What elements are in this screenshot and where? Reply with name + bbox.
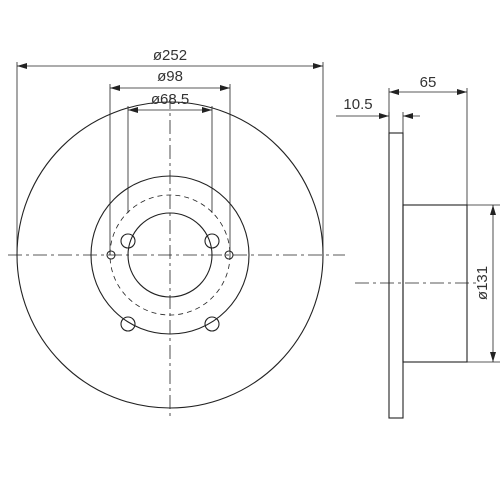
bolt-hole-top-left xyxy=(120,233,136,249)
outer-diameter-label: ø252 xyxy=(153,47,187,64)
dimension-center-bore: ø68.5 xyxy=(127,91,213,213)
hat-diameter-label: ø131 xyxy=(474,266,491,300)
bolt-hole-bottom-right xyxy=(204,316,220,332)
bolt-hole-bottom-left xyxy=(120,316,136,332)
pin-hole-right xyxy=(224,250,234,260)
dimension-bolt-circle: ø98 xyxy=(109,68,231,255)
dimension-disc-thickness: 10.5 xyxy=(336,96,420,133)
overall-height-label: 65 xyxy=(420,74,437,91)
arrow-left xyxy=(389,89,399,95)
bolt-circle-label: ø98 xyxy=(157,68,183,85)
dimension-overall-height: 65 xyxy=(388,74,468,205)
bolt-hole-top-right xyxy=(204,233,220,249)
front-view xyxy=(8,95,345,420)
arrow-top xyxy=(490,205,496,215)
arrow-left xyxy=(17,63,27,69)
disc-friction-ring xyxy=(388,132,404,419)
arrow-left xyxy=(379,113,389,119)
pin-hole-left xyxy=(106,250,116,260)
disc-thickness-label: 10.5 xyxy=(343,96,372,113)
arrow-right xyxy=(202,107,212,113)
arrow-right xyxy=(457,89,467,95)
dimension-hat-diameter: ø131 xyxy=(467,204,500,363)
arrow-bottom xyxy=(490,352,496,362)
arrow-right xyxy=(220,85,230,91)
dimension-outer-diameter: ø252 xyxy=(16,47,324,255)
side-view xyxy=(355,132,480,419)
arrow-left xyxy=(110,85,120,91)
arrow-right xyxy=(403,113,413,119)
arrow-right xyxy=(313,63,323,69)
hat-section xyxy=(402,204,468,363)
center-bore-label: ø68.5 xyxy=(151,91,189,108)
arrow-left xyxy=(128,107,138,113)
